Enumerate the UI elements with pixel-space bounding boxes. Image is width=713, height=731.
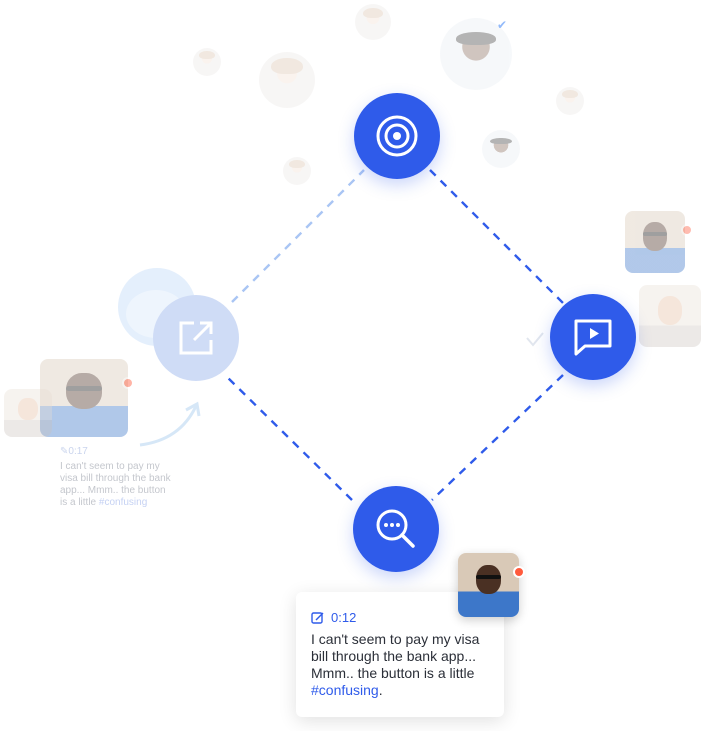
recording-dot — [122, 377, 134, 389]
participant-photo — [40, 359, 128, 437]
line-target-to-message — [429, 169, 564, 304]
avatar — [355, 4, 391, 40]
avatar — [482, 130, 520, 168]
participant-video-thumbnail[interactable] — [458, 553, 519, 617]
edit-icon — [311, 611, 324, 624]
recording-dot — [513, 566, 525, 578]
recording-dot — [681, 224, 693, 236]
search-node[interactable] — [353, 486, 439, 572]
edit-icon: ✎ — [60, 446, 69, 457]
external-link-icon — [179, 321, 213, 355]
avatar — [556, 87, 584, 115]
comment-timestamp[interactable]: 0:12 — [311, 610, 488, 625]
message-node[interactable] — [550, 294, 636, 380]
target-node[interactable] — [354, 93, 440, 179]
avatar — [283, 157, 311, 185]
participant-photo — [639, 285, 701, 347]
message-play-icon — [574, 319, 612, 356]
comment-text: I can't seem to pay my visa bill through… — [311, 631, 480, 698]
ghost-comment-card: ✎0:17 I can't seem to pay my visa bill t… — [60, 446, 172, 509]
search-more-icon — [376, 509, 415, 548]
share-node[interactable] — [153, 295, 239, 381]
participant-photo — [4, 389, 52, 437]
faint-check-mark — [526, 332, 544, 347]
participant-photo — [625, 211, 685, 273]
arc-arrow — [139, 405, 198, 447]
ghost-comment-text: I can't seem to pay my visa bill through… — [60, 461, 171, 508]
ghost-comment-time: ✎0:17 — [60, 446, 88, 457]
line-share-to-target — [231, 169, 365, 303]
arc-arrowhead — [185, 401, 201, 417]
line-search-to-share — [224, 374, 353, 501]
avatar — [259, 52, 315, 108]
check-badge-icon: ✔ — [497, 18, 508, 32]
avatar — [193, 48, 221, 76]
line-message-to-search — [431, 374, 564, 501]
target-icon — [376, 115, 418, 157]
avatar — [440, 18, 512, 90]
hashtag-link[interactable]: #confusing — [311, 682, 379, 698]
comment-time: 0:12 — [331, 610, 357, 625]
